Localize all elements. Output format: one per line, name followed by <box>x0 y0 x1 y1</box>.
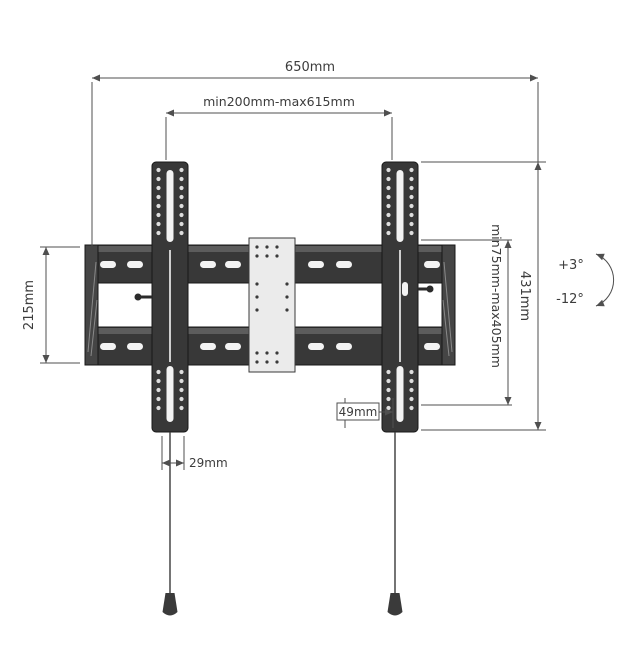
tilt-indicator: +3° -12° <box>556 253 615 307</box>
rail-slot <box>127 343 143 350</box>
rail-slot <box>308 343 324 350</box>
left-bracket-bottom-slot <box>166 366 174 422</box>
center-plate-body <box>248 237 296 373</box>
rail-slot <box>200 343 216 350</box>
dim-rail-width-range-label: min200mm-max615mm <box>203 94 355 109</box>
left-bracket <box>134 161 189 433</box>
dim-right-offset-label: 49mm <box>339 405 378 419</box>
safety-cords <box>162 432 403 616</box>
dim-wall-plate-height: 215mm <box>22 246 80 364</box>
right-end-cap-fold <box>442 299 450 357</box>
rail-slot <box>336 343 352 350</box>
tilt-up-label: +3° <box>558 258 584 273</box>
dim-right-offset-box <box>336 402 380 421</box>
dim-wall-plate-height-label: 215mm <box>22 280 37 330</box>
rail-slot <box>424 261 440 268</box>
rail-slot <box>225 261 241 268</box>
tilt-arc-arrow <box>595 253 615 307</box>
left-end-cap-fold <box>90 299 98 357</box>
right-lock-slot <box>402 282 408 296</box>
dim-bracket-height: 431mm <box>421 161 546 431</box>
dim-vesa-height-range-label: min75mm-max405mm <box>489 224 504 368</box>
rail-slot <box>100 343 116 350</box>
right-bracket-bottom-slot <box>396 366 404 422</box>
right-end-cap-fold <box>443 261 453 353</box>
right-bracket <box>381 161 434 433</box>
right-tilt-lock-knob <box>426 285 434 293</box>
dim-left-offset: 29mm <box>161 436 228 470</box>
rail-slot <box>127 261 143 268</box>
dim-left-offset-label: 29mm <box>189 456 228 470</box>
rail-slot <box>308 261 324 268</box>
dim-bracket-height-label: 431mm <box>517 271 532 321</box>
right-pull-tassel <box>387 593 403 616</box>
left-end-cap-fold <box>87 261 97 353</box>
dim-right-offset: 49mm <box>336 398 394 428</box>
dim-overall-width-label: 650mm <box>285 60 335 75</box>
rail-slot <box>424 343 440 350</box>
center-plate <box>248 237 296 373</box>
left-tilt-lock-knob <box>134 293 142 301</box>
rail-slot <box>336 261 352 268</box>
dim-overall-width: 650mm <box>91 60 539 246</box>
left-bracket-top-slot <box>166 170 174 242</box>
right-bracket-top-slot <box>396 170 404 242</box>
rail-slot <box>200 261 216 268</box>
tilt-down-label: -12° <box>556 292 584 307</box>
rail-slot <box>225 343 241 350</box>
dim-vesa-height-range: min75mm-max405mm <box>421 224 512 406</box>
dim-rail-width-range: min200mm-max615mm <box>165 94 393 160</box>
rail-slot <box>100 261 116 268</box>
left-pull-tassel <box>162 593 178 616</box>
